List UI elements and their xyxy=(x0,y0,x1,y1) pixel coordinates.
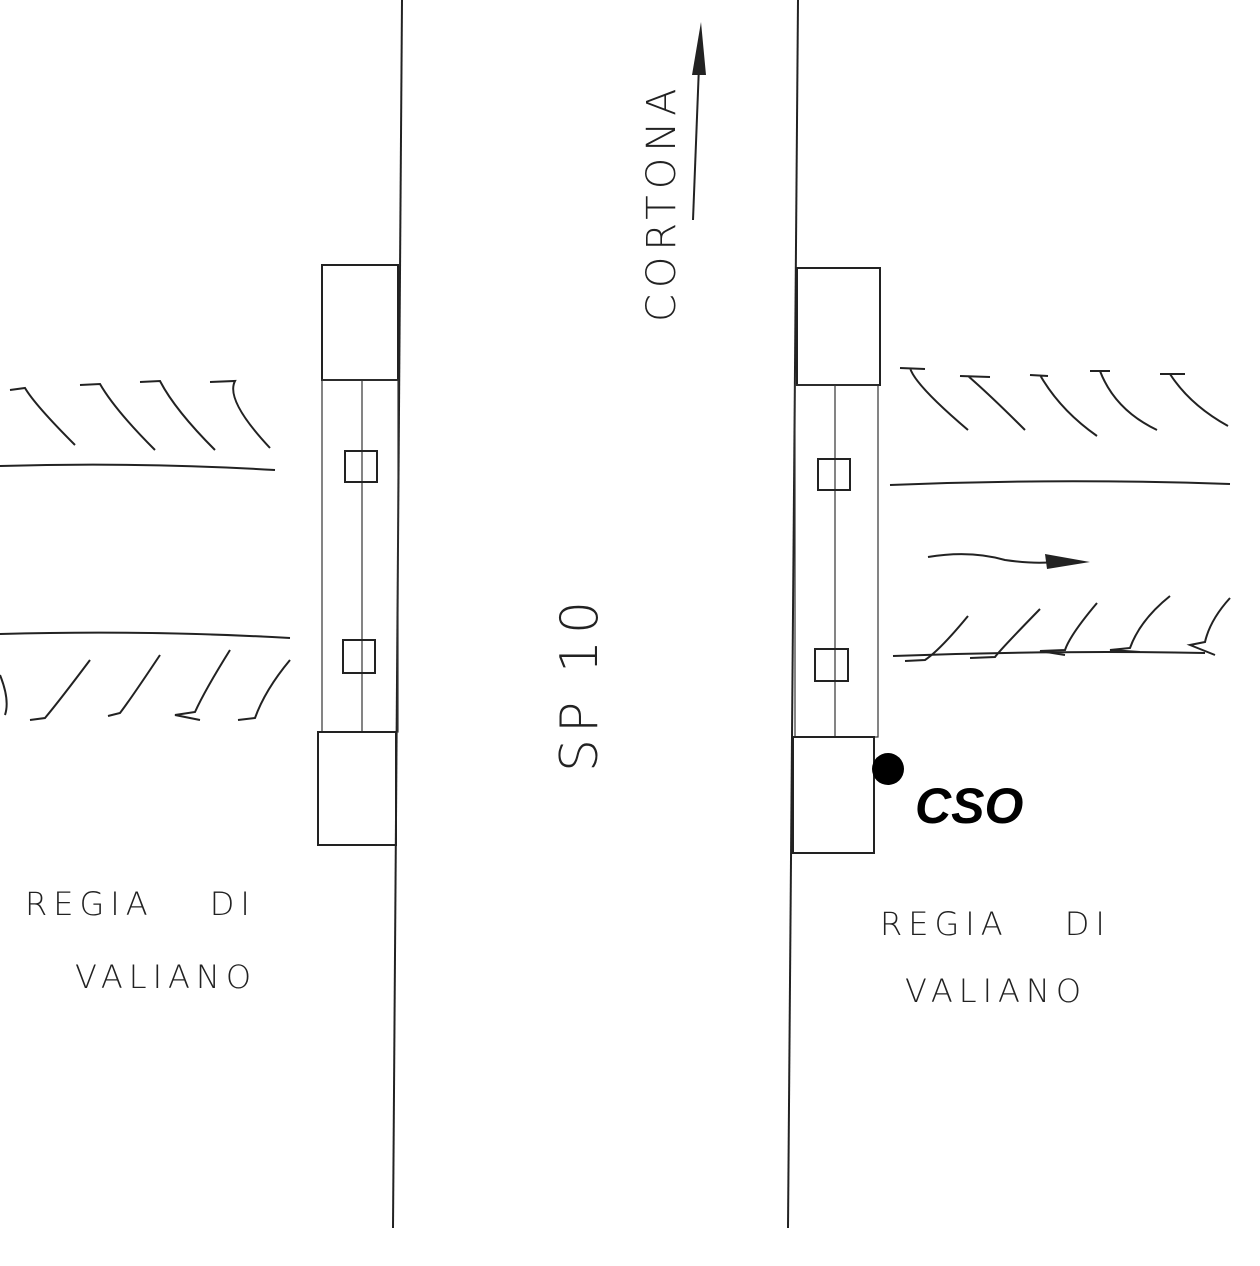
manhole xyxy=(817,458,851,491)
flow-direction-arrow xyxy=(927,553,1061,564)
left-channel xyxy=(0,379,291,721)
arrow-head-icon xyxy=(1045,554,1090,569)
headwall-block xyxy=(321,264,399,381)
culvert-body xyxy=(321,379,399,733)
manhole xyxy=(342,639,376,674)
cso-point-marker xyxy=(872,753,904,785)
manhole xyxy=(814,648,849,682)
right-culvert xyxy=(792,267,881,854)
left-area-label-line1: REGIA DI xyxy=(25,885,256,923)
cso-label: CSO xyxy=(915,778,1023,834)
headwall-block xyxy=(796,267,881,386)
right-area-label-line1: REGIA DI xyxy=(880,905,1111,943)
culvert-body xyxy=(794,384,879,738)
headwall-block xyxy=(792,736,875,854)
right-area-label-line2: VALIANO xyxy=(905,972,1087,1010)
road-label: SP 10 xyxy=(550,595,610,772)
direction-label: CORTONA xyxy=(639,83,685,323)
left-area-label-line2: VALIANO xyxy=(75,958,257,996)
manhole xyxy=(344,450,378,483)
arrow-head-icon xyxy=(692,22,706,75)
headwall-block xyxy=(317,731,397,846)
left-culvert xyxy=(317,264,399,846)
road-edge-right xyxy=(787,0,799,1229)
right-channel xyxy=(889,367,1231,662)
